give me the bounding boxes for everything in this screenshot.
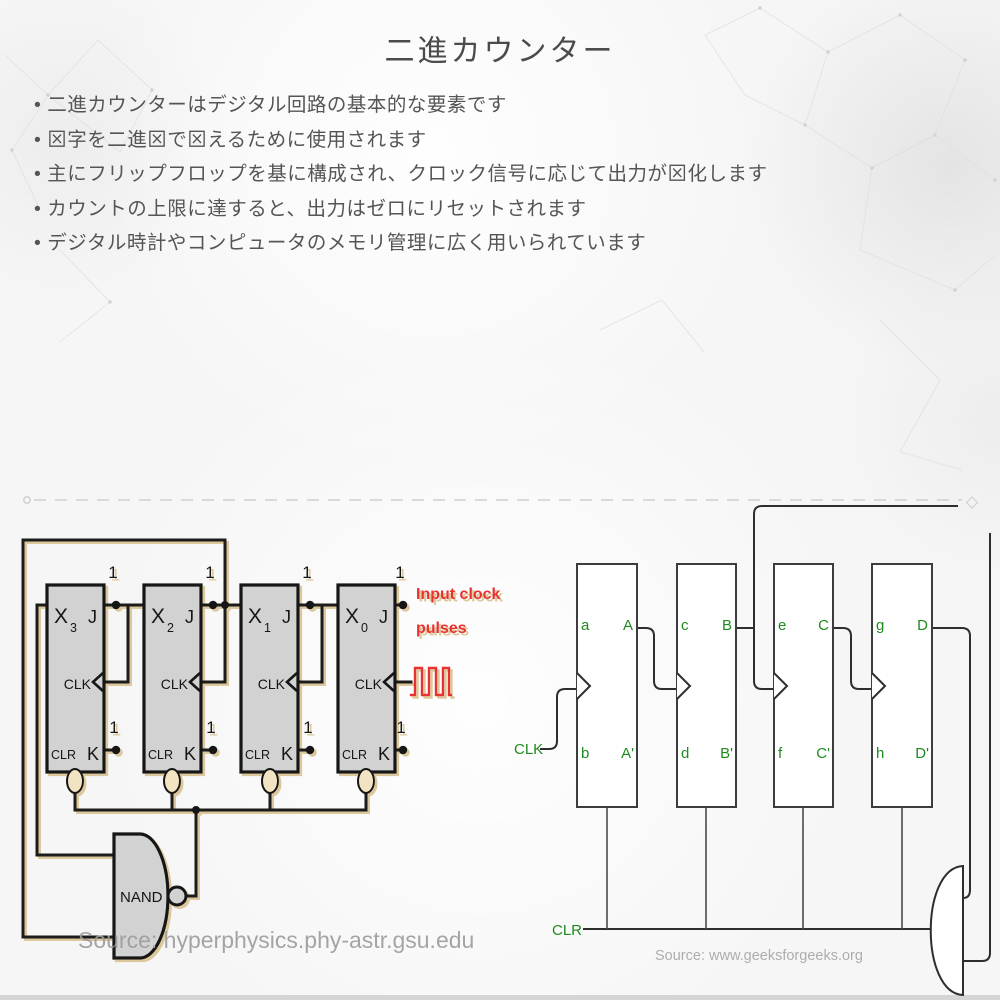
section-divider — [23, 496, 979, 509]
bullet-item: デジタル時計やコンピュータのメモリ管理に広く用いられています — [34, 226, 794, 261]
clock-edge-marks — [91, 672, 395, 692]
k-input-label: K — [281, 744, 293, 764]
ff-in-bottom: b — [581, 745, 589, 762]
tie-high-1: 1 — [396, 718, 405, 737]
right-labels: CLK CLR a b A A' c d B B' e f C C' g h D… — [514, 617, 929, 939]
tie-high-1: 1 — [303, 718, 312, 737]
ff-out-bottom: C' — [816, 745, 830, 762]
clear-bubble — [357, 768, 375, 794]
tie-high-1: 1 — [205, 563, 214, 582]
clr-input-label: CLR — [342, 748, 367, 762]
clear-drop-wires — [606, 807, 903, 929]
clear-bubble — [66, 768, 84, 794]
bullet-item: カウントの上限に達すると、出力はゼロにリセットされます — [34, 192, 794, 227]
ff-out-bottom: B' — [720, 745, 733, 762]
clock-waveform-icon — [409, 666, 453, 697]
divider-diamond-marker — [965, 496, 979, 509]
tie-high-1: 1 — [206, 718, 215, 737]
ff-out-top: A — [623, 617, 633, 634]
clk-input-label: CLK — [258, 676, 286, 692]
tie-high-1: 1 — [395, 563, 404, 582]
ff-name-subscript: 2 — [167, 621, 174, 635]
divider-end-marker — [23, 496, 31, 504]
left-circuit-diagram: NAND X 3 J CLK CLR K X 2 J CLK CLR K X 1… — [21, 538, 501, 960]
right-circuit-diagram: CLK CLR a b A A' c d B B' e f C C' g h D… — [514, 505, 991, 997]
tie-high-1: 1 — [109, 718, 118, 737]
clock-edge-marks — [576, 672, 887, 700]
ff-name: X — [248, 605, 262, 628]
ff-name-subscript: 1 — [264, 621, 271, 635]
input-clock-annotation: Input clock pulses — [409, 586, 501, 697]
source-credit-right: Source: www.geeksforgeeks.org — [655, 948, 863, 964]
ff-out-top: D — [917, 617, 928, 634]
nand-invert-bubble — [166, 885, 188, 907]
ff-out-top: C — [818, 617, 829, 634]
input-clock-caption-line1: Input clock — [416, 586, 501, 603]
j-input-label: J — [185, 607, 194, 627]
clear-bubble — [163, 768, 181, 794]
ff-name: X — [151, 605, 165, 628]
right-wires — [540, 505, 991, 962]
ff-in-bottom: d — [681, 745, 689, 762]
page-title: 二進カウンター — [384, 35, 616, 68]
clk-label: CLK — [514, 741, 543, 758]
jk-flipflop-x1 — [239, 583, 300, 774]
j-input-label: J — [282, 607, 291, 627]
bullet-list: 二進カウンターはデジタル回路の基本的な要素です ⊠字を二進⊠で⊠えるために使用さ… — [34, 88, 794, 261]
ff-out-top: B — [722, 617, 732, 634]
k-input-label: K — [184, 744, 196, 764]
bullet-item: 二進カウンターはデジタル回路の基本的な要素です — [34, 88, 794, 123]
input-clock-caption-line2: pulses — [416, 620, 467, 637]
clr-input-label: CLR — [51, 748, 76, 762]
ff-in-top: g — [876, 617, 884, 634]
bullet-item: ⊠字を二進⊠で⊠えるために使用されます — [34, 123, 794, 158]
k-input-label: K — [378, 744, 390, 764]
left-wires — [21, 538, 413, 939]
tie-high-labels: 1 1 1 1 1 1 1 1 — [108, 563, 405, 737]
jk-flipflop-x3 — [45, 583, 106, 774]
clr-label: CLR — [552, 922, 582, 939]
j-input-label: J — [379, 607, 388, 627]
ff-name: X — [345, 605, 359, 628]
bullet-item: 主にフリップフロップを基に構成され、クロック信号に応じて出力が⊠化します — [34, 157, 794, 192]
and-gate — [929, 864, 964, 997]
ff-out-bottom: A' — [621, 745, 634, 762]
clk-input-label: CLK — [64, 676, 92, 692]
ff-name-subscript: 0 — [361, 621, 368, 635]
bottom-edge-strip — [0, 995, 1000, 1000]
source-credit-left: Source: hyperphysics.phy-astr.gsu.edu — [78, 927, 475, 953]
jk-flipflop-x2 — [142, 583, 203, 774]
clr-input-label: CLR — [148, 748, 173, 762]
ff-in-bottom: h — [876, 745, 884, 762]
clk-input-label: CLK — [355, 676, 383, 692]
ff-in-top: e — [778, 617, 786, 634]
clear-bubble — [261, 768, 279, 794]
j-input-label: J — [88, 607, 97, 627]
plexus-mesh — [4, 6, 997, 471]
tie-high-1: 1 — [108, 563, 117, 582]
flipflop-labels: X 3 J CLK CLR K X 2 J CLK CLR K X 1 J CL… — [51, 605, 390, 764]
nand-gate-label: NAND — [120, 889, 163, 906]
wire-dots — [111, 600, 408, 814]
ff-in-top: c — [681, 617, 689, 634]
tie-high-1: 1 — [302, 563, 311, 582]
ff-name-subscript: 3 — [70, 621, 77, 635]
ff-in-top: a — [581, 617, 590, 634]
jk-flipflop-x0 — [336, 583, 397, 774]
ff-in-bottom: f — [778, 745, 783, 762]
k-input-label: K — [87, 744, 99, 764]
clr-input-label: CLR — [245, 748, 270, 762]
ff-name: X — [54, 605, 68, 628]
ff-out-bottom: D' — [915, 745, 929, 762]
clk-input-label: CLK — [161, 676, 189, 692]
